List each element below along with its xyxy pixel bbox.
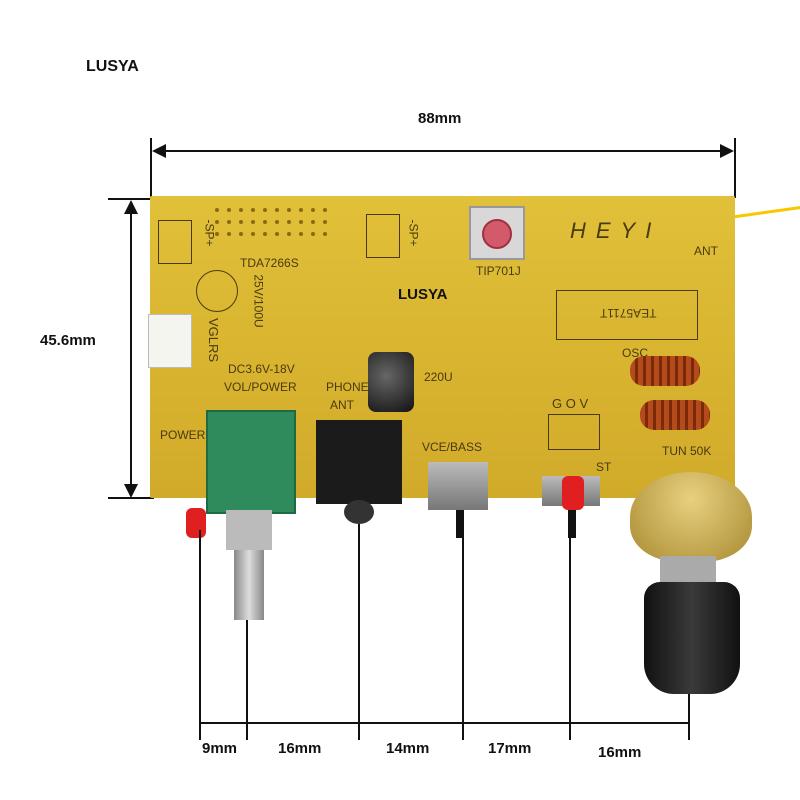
power-range-label: DC3.6V-18V [228,362,295,376]
arrow-down-icon [124,484,138,498]
volume-potentiometer [206,410,296,514]
dim-tick-2 [246,620,248,740]
arrow-right-icon [720,144,734,158]
width-dimension-label: 88mm [418,110,462,127]
dim-tick-1 [199,530,201,740]
switch-lever[interactable] [456,510,464,538]
radio-ic-outline [556,290,698,340]
spacing-label-1: 9mm [202,740,238,757]
watermark: LUSYA [398,286,448,303]
tuner-label: TIP701J [476,264,521,278]
tuning-potentiometer [630,472,752,562]
vce-bass-switch[interactable] [428,462,488,510]
height-dimension-line [130,210,132,488]
st-switch-lever[interactable] [568,510,576,538]
dim-tick-5 [569,538,571,740]
cap-footprint [196,270,238,312]
spacing-label-3: 14mm [386,740,430,757]
osc-coil [630,356,700,386]
power-connector [148,314,192,368]
headphone-jack[interactable] [316,420,402,504]
brand-label: LUSYA [86,58,139,75]
spacing-label-2: 16mm [278,740,322,757]
tun-coil [640,400,710,430]
cap2-label: 220U [424,370,453,384]
dim-tick-left [150,138,152,198]
tuning-knob[interactable] [644,582,740,694]
speaker-connector-left [158,220,192,264]
power-led [186,508,206,538]
tuning-pot-nut [660,556,716,586]
height-dimension-label: 45.6mm [40,332,96,349]
dim-tick-3 [358,524,360,740]
dim-tick-right [734,138,736,198]
amp-chip-label: TDA7266S [240,256,299,270]
ant-label: ANT [694,244,718,258]
st-label: ST [596,460,612,474]
header-holes [215,208,335,248]
gov-connector [548,414,600,450]
spacing-line-4 [464,722,569,724]
speaker-connector-right [366,214,400,258]
spacing-line-1 [201,722,246,724]
sp-left-label: -SP+ [202,219,217,247]
spacing-label-5: 16mm [598,744,642,761]
dim-tick-4 [462,538,464,740]
electrolytic-capacitor [368,352,414,412]
spacing-line-3 [360,722,462,724]
tuner-module [469,206,525,260]
spacing-line-2 [248,722,358,724]
arrow-left-icon [152,144,166,158]
dim-tick-bottom [108,497,154,499]
vce-bass-label: VCE/BASS [422,440,483,454]
heyi-silkscreen: HEYI [570,218,662,243]
dim-tick-6 [688,694,690,740]
pins-label: VGLRS [206,318,221,363]
pot-shaft[interactable] [234,550,264,620]
jack-opening [344,500,374,524]
cap-rating-label: 25V/100U [251,274,266,328]
power-label: POWER [160,428,206,442]
vol-power-label: VOL/POWER [224,380,297,394]
phone-label: PHONE [326,380,369,394]
ant2-label: ANT [330,398,354,412]
spacing-line-5 [571,722,688,724]
gov-label: G O V [552,396,589,411]
width-dimension-line [160,150,725,152]
stereo-led [562,476,584,510]
tun-label: TUN 50K [662,444,712,458]
arrow-up-icon [124,200,138,214]
dim-tick-top [108,198,154,200]
spacing-label-4: 17mm [488,740,532,757]
radio-ic-label: TEA5711T [600,306,657,320]
sp-right-label: -SP+ [406,219,421,247]
pot-thread [226,510,272,550]
